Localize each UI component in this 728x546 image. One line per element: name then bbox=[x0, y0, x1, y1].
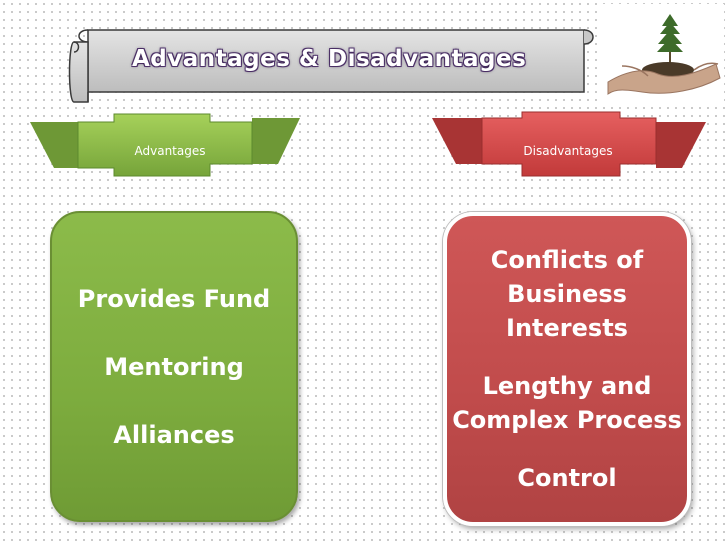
advantage-item: Mentoring bbox=[104, 352, 244, 381]
title-scroll bbox=[68, 29, 594, 103]
advantage-item: Alliances bbox=[113, 420, 235, 449]
disadvantage-item: Control bbox=[517, 464, 617, 492]
advantages-ribbon bbox=[30, 113, 300, 177]
disadvantages-ribbon bbox=[432, 111, 706, 177]
seedling-in-hands-icon bbox=[598, 4, 724, 104]
disadvantage-item: Conflicts of Business Interests bbox=[490, 246, 644, 342]
disadvantages-box: Conflicts of Business Interests Lengthy … bbox=[443, 212, 691, 526]
advantages-box: Provides Fund Mentoring Alliances bbox=[50, 211, 298, 522]
disadvantages-label: Disadvantages bbox=[523, 144, 613, 158]
disadvantage-item: Lengthy and Complex Process bbox=[452, 372, 682, 434]
advantages-label: Advantages bbox=[134, 144, 206, 158]
page-title: Advantages & Disadvantages bbox=[132, 46, 527, 72]
advantage-item: Provides Fund bbox=[77, 284, 271, 313]
